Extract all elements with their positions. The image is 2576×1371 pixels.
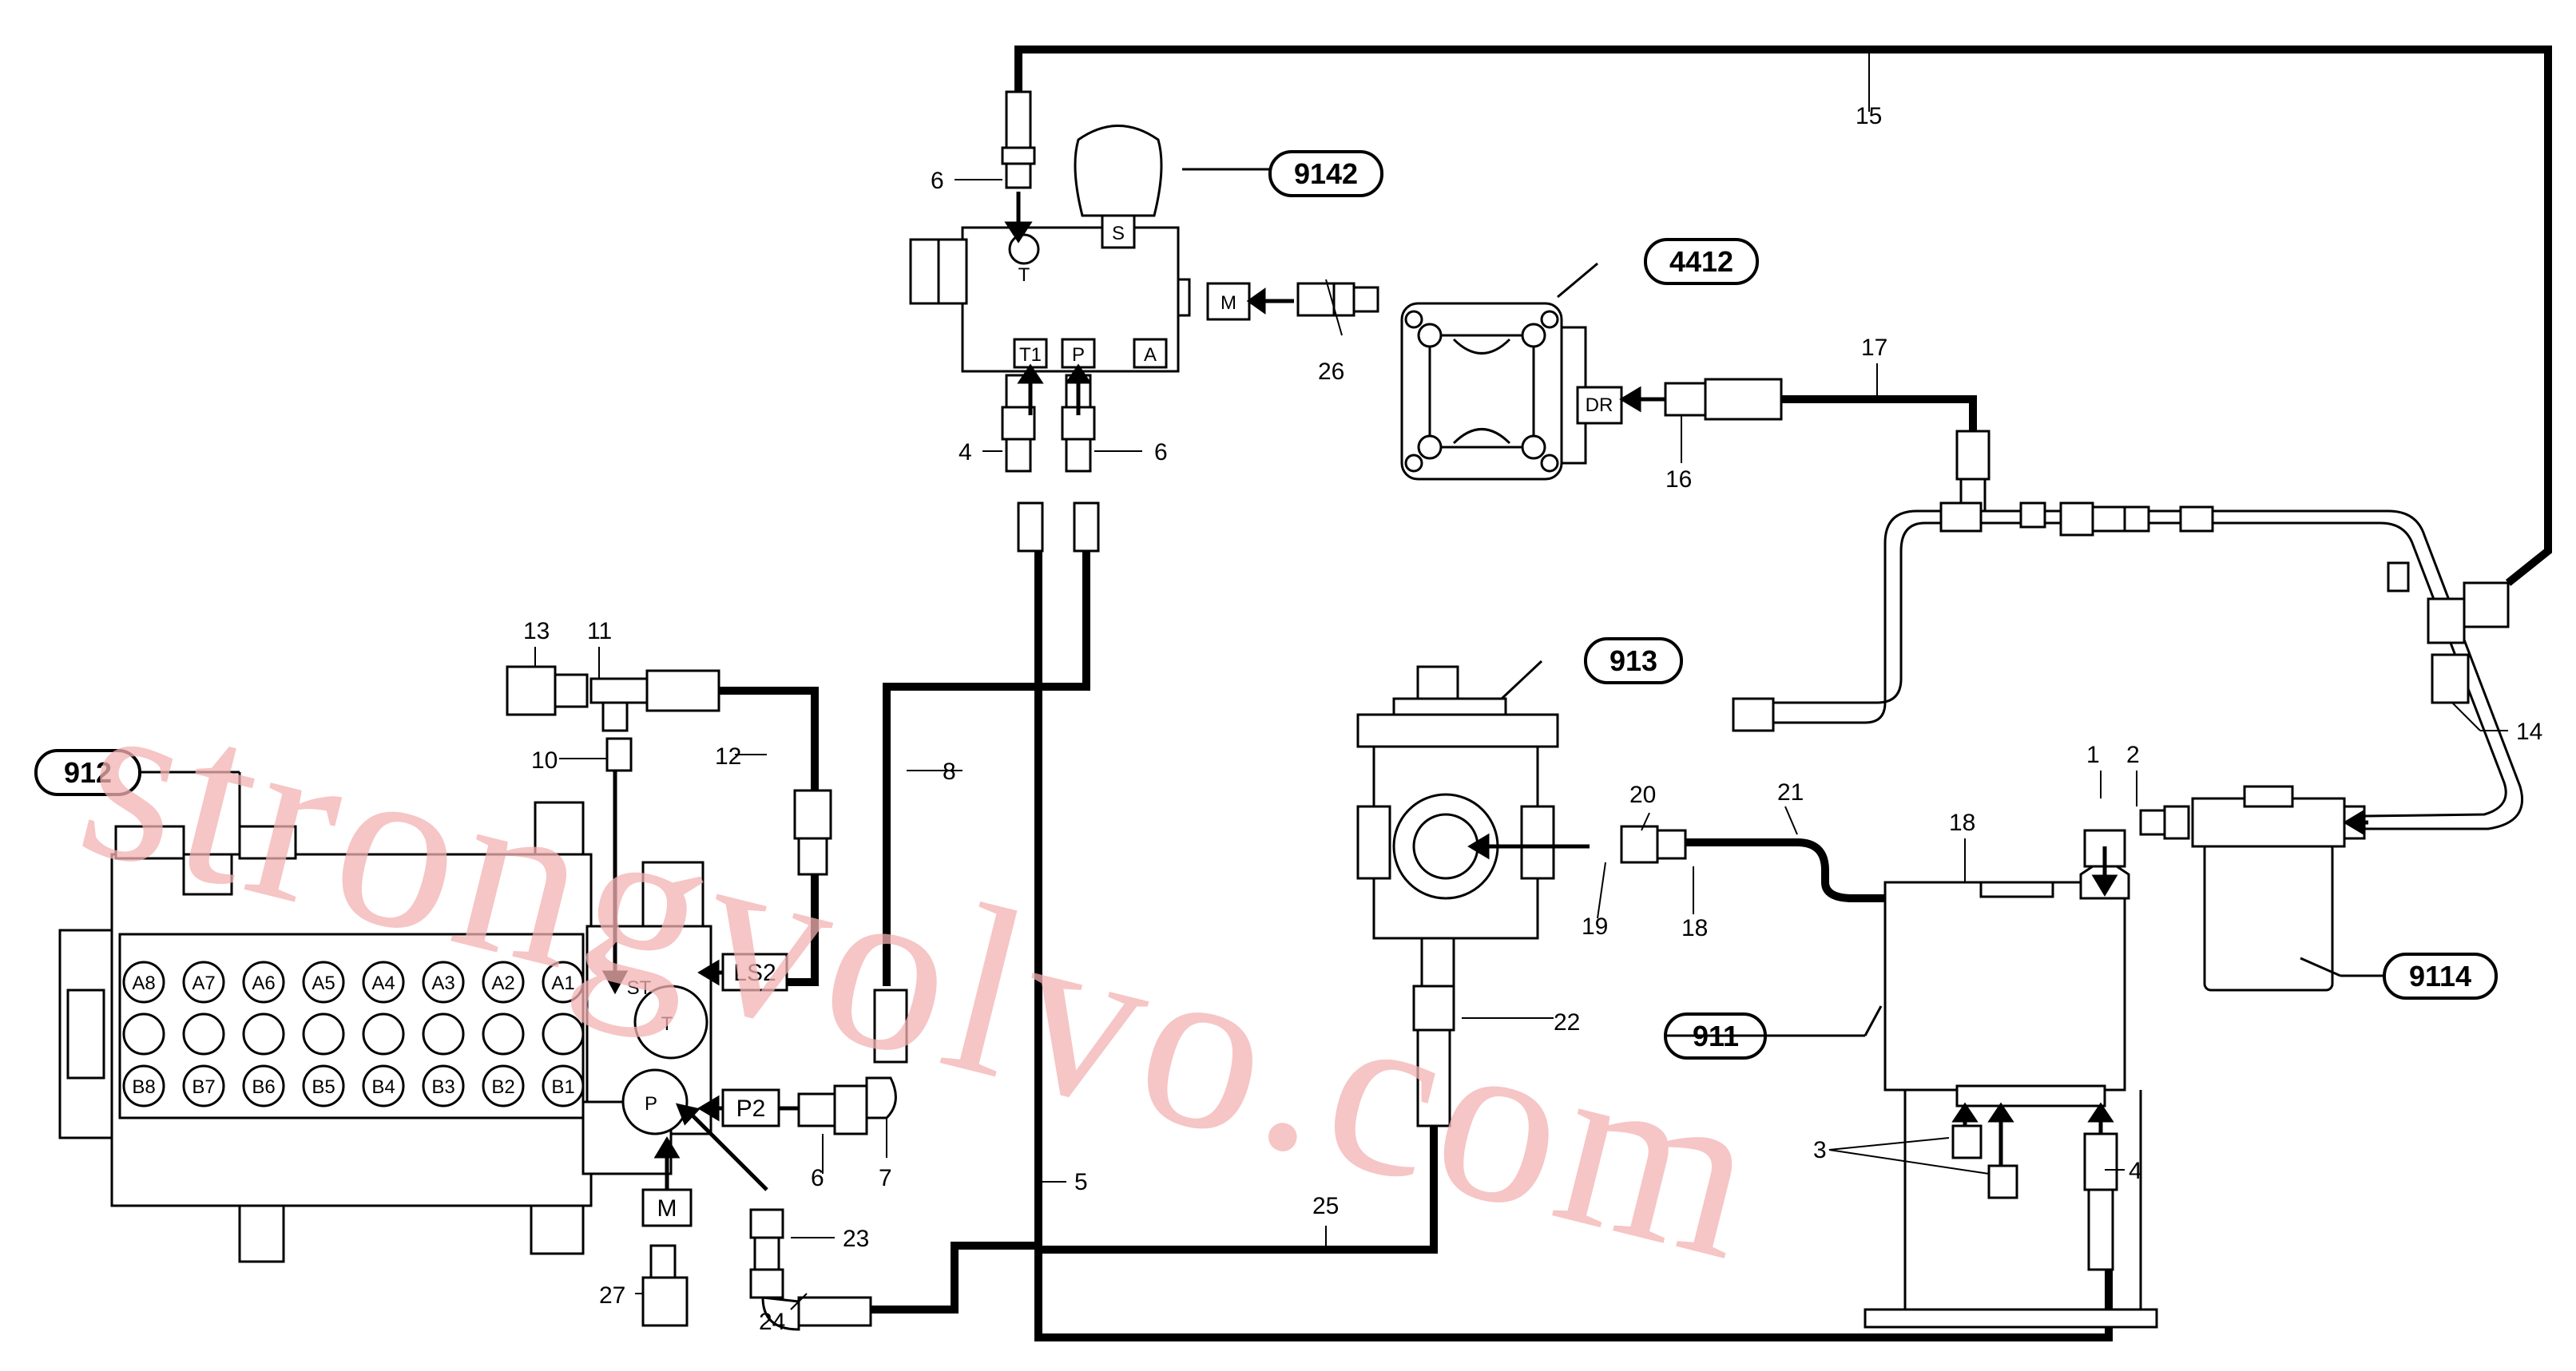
valve-bank-ports [122, 961, 585, 1107]
label-911: 911 [1693, 1020, 1739, 1052]
port-b6: B6 [252, 1076, 275, 1098]
hose-5 [1034, 551, 2113, 1341]
callout-13: 13 [523, 618, 550, 644]
pump-913 [1356, 665, 1687, 1127]
callout-1: 1 [2086, 742, 2100, 768]
callout-8: 8 [943, 759, 956, 785]
port-b7: B7 [192, 1076, 215, 1098]
port-b8: B8 [132, 1076, 155, 1098]
port-a6: A6 [252, 973, 275, 994]
label-912: 912 [64, 756, 112, 789]
label-913: 913 [1610, 644, 1657, 677]
callout-21: 21 [1777, 779, 1804, 806]
arrows-9142 [1004, 192, 1294, 415]
callout-20: 20 [1629, 782, 1656, 808]
port-p2: P2 [736, 1096, 766, 1122]
hose-8 [883, 551, 1090, 986]
port-dr: DR [1586, 394, 1613, 416]
filter-9114 [2139, 785, 2366, 992]
port-a: A [1144, 344, 1157, 366]
port-b4: B4 [371, 1076, 395, 1098]
tank-911 [1864, 829, 2158, 1329]
port-a2: A2 [491, 973, 514, 994]
hose-15 [1014, 46, 2552, 586]
hose-25 [1038, 1126, 1438, 1254]
number-callouts: 6 4 6 26 16 17 15 14 1 2 4 3 5 25 22 8 7… [523, 103, 2542, 1335]
valve-bank-labels: A8 A7 A6 A5 A4 A3 A2 A1 B8 B7 B6 B5 B4 B… [132, 973, 673, 1115]
callout-11: 11 [587, 618, 612, 644]
callout-4-tank: 4 [2129, 1158, 2142, 1184]
fittings-9142 [1001, 90, 1379, 553]
port-a5: A5 [312, 973, 335, 994]
port-a4: A4 [371, 973, 395, 994]
port-b1: B1 [551, 1076, 574, 1098]
arrows-912 [601, 771, 799, 1191]
callout-10: 10 [531, 747, 558, 774]
callout-18-right: 18 [1949, 810, 1975, 836]
hose-17 [1781, 395, 1977, 431]
callout-2: 2 [2126, 742, 2140, 768]
port-a3: A3 [431, 973, 454, 994]
callout-4-top: 4 [959, 439, 972, 466]
valve-9142 [909, 125, 1270, 373]
port-p: P [1072, 344, 1085, 366]
callout-leaders [140, 660, 2384, 1037]
port-ls2: LS2 [733, 960, 776, 986]
callout-7: 7 [879, 1165, 892, 1191]
hose-21 [1685, 838, 1973, 902]
port-m: M [1221, 292, 1236, 314]
port-b2: B2 [491, 1076, 514, 1098]
callout-6-bottom: 6 [811, 1165, 824, 1191]
port-b5: B5 [312, 1076, 335, 1098]
port-t: T [1018, 264, 1030, 286]
port-p-valve: P [645, 1093, 657, 1115]
callout-24: 24 [759, 1309, 785, 1335]
callout-3: 3 [1813, 1137, 1827, 1163]
arrow-4412 [1619, 386, 1665, 413]
callout-19: 19 [1582, 913, 1608, 940]
arrow-913 [1467, 833, 1590, 860]
port-t1: T1 [1019, 344, 1042, 366]
label-9142: 9142 [1294, 157, 1358, 190]
callout-14: 14 [2516, 719, 2542, 745]
label-4412: 4412 [1669, 245, 1733, 278]
inline-fittings [1732, 501, 2510, 732]
port-s: S [1112, 223, 1125, 244]
valve-bank-fittings [506, 665, 908, 1331]
arrows-911 [1951, 846, 2118, 1166]
callout-6-top: 6 [931, 168, 944, 194]
callout-17: 17 [1861, 335, 1887, 361]
hose-24 [871, 1242, 1038, 1314]
callout-18-left: 18 [1681, 915, 1708, 941]
callout-23: 23 [843, 1226, 869, 1252]
port-a1: A1 [551, 973, 574, 994]
port-t-valve: T [661, 1013, 673, 1035]
callout-26: 26 [1318, 359, 1344, 385]
port-st: ST [627, 977, 652, 999]
port-m-valve: M [657, 1195, 677, 1222]
callout-22: 22 [1554, 1009, 1580, 1036]
callout-16: 16 [1665, 466, 1692, 493]
pump-4412 [1400, 262, 1991, 513]
port-b3: B3 [431, 1076, 454, 1098]
callout-25: 25 [1312, 1193, 1339, 1219]
callout-12: 12 [715, 743, 741, 770]
number-leaders [534, 52, 2508, 1310]
port-a8: A8 [132, 973, 155, 994]
callout-15: 15 [1856, 103, 1882, 129]
thin-pipe [1773, 509, 2524, 830]
port-a7: A7 [192, 973, 215, 994]
callout-6-mid: 6 [1154, 439, 1168, 466]
callout-27: 27 [599, 1282, 625, 1309]
label-9114: 9114 [2409, 960, 2471, 993]
arrow-9114 [2343, 809, 2368, 836]
callout-5: 5 [1074, 1169, 1088, 1195]
